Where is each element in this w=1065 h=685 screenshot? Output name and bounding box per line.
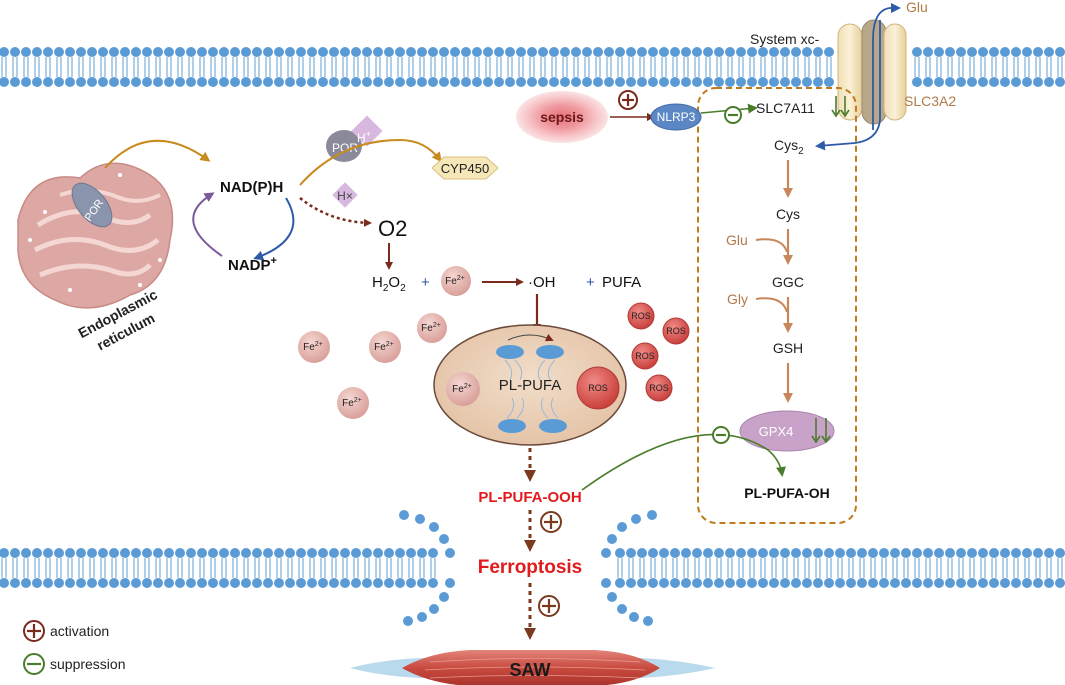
ferroptosis-label: Ferroptosis [478,557,583,578]
legend: activation suppression [23,620,126,675]
saw-label: SAW [509,660,550,680]
sepsis-node: sepsis [516,91,608,143]
hydroxyl-radical-label: ·OH [528,274,556,291]
h-radical-box: H× [332,182,358,208]
ggc-label: GGC [772,274,804,290]
por-protein-label: POR [332,141,358,155]
gpx4-label: GPX4 [759,424,794,439]
cyp450-label: CYP450 [441,161,489,176]
pl-pufa-ooh-label: PL-PUFA-OOH [478,489,581,506]
fe-ions-scattered: Fe2+ Fe2+ Fe2+ Fe2+ [298,313,447,419]
pl-pufa-compartment: PL-PUFA [433,324,627,446]
pl-pufa-inner-species: Fe2+ ROS [446,366,620,410]
fe-ion-label: Fe2+ [342,397,362,409]
system-xc-transporter [815,3,907,151]
gpx4-down-arrows [811,418,831,444]
gly-input-label: Gly [727,291,748,307]
activation-symbol-ferroptosis [540,511,562,533]
ros-cluster: ROS ROS ROS ROS [627,302,690,402]
nadp-to-nadph-arrow [192,192,223,257]
fe-ion-label: Fe2+ [452,383,472,395]
top-cell-membrane [0,47,1065,87]
ros-label: ROS [631,311,651,321]
gpx4-conversion-arrow [581,433,786,491]
pl-pufa-label: PL-PUFA [499,377,562,394]
ros-label: ROS [588,383,608,393]
legend-suppression-label: suppression [50,656,126,672]
h-radical-label: H× [337,189,353,203]
nadph-to-cyp450-arrow [299,138,442,186]
legend-suppression-icon [23,653,45,675]
cys-label: Cys [776,206,800,222]
pl-pufa-oh-label: PL-PUFA-OH [744,485,830,501]
suppression-symbol-nlrp3 [724,106,742,124]
legend-activation-label: activation [50,623,109,639]
system-xc-label: System xc- [750,31,820,47]
fe-ion-label: Fe2+ [445,275,465,287]
glu-export-label: Glu [906,0,928,15]
o2-label: O2 [378,216,407,241]
nadph-label: NAD(P)H [220,179,283,196]
nadph-to-nadp-arrow [253,197,295,261]
cyp450-node: CYP450 [431,156,499,180]
gsh-label: GSH [773,340,803,356]
h2o2-label: H2O2 [372,274,406,294]
endoplasmic-reticulum-illustration [17,162,174,309]
fe-ion-label: Fe2+ [303,341,323,353]
er-to-nadph-arrow [104,139,211,169]
nlrp3-label: NLRP3 [657,110,696,124]
fe-ion-reaction: Fe2+ [441,266,471,296]
ros-label: ROS [649,383,669,393]
fe-ion-label: Fe2+ [421,322,441,334]
plus-sign-2: + [586,274,595,291]
fe-ion-label: Fe2+ [374,341,394,353]
activation-symbol-saw [538,595,560,617]
suppression-symbol-gpx4 [712,426,730,444]
system-xc-pathway-box [697,87,857,524]
bottom-cell-membrane [0,510,1065,626]
glu-input-curve [755,238,788,253]
gly-input-curve [755,297,788,313]
activation-symbol-sepsis [618,90,638,110]
plus-sign-1: + [421,274,430,291]
legend-activation-icon [23,620,45,642]
slc7a11-label: SLC7A11 [756,100,815,116]
sepsis-label: sepsis [540,109,584,125]
cys2-label: Cys2 [774,137,804,157]
ros-label: ROS [635,351,655,361]
skeletal-muscle-illustration: SAW [350,650,715,685]
nadp-label: NADP+ [228,255,277,274]
nadph-to-o2-arrow [299,197,372,227]
ros-label: ROS [666,326,686,336]
h-plus-label: H+ [357,129,371,145]
slc3a2-label: SLC3A2 [904,93,956,109]
gpx4-node: GPX4 [739,410,835,452]
glu-input-label: Glu [726,232,748,248]
nlrp3-node: NLRP3 [650,103,702,131]
por-protein: POR H+ [326,115,383,162]
pufa-label: PUFA [602,274,641,291]
slc7a11-down-arrows [831,96,850,118]
